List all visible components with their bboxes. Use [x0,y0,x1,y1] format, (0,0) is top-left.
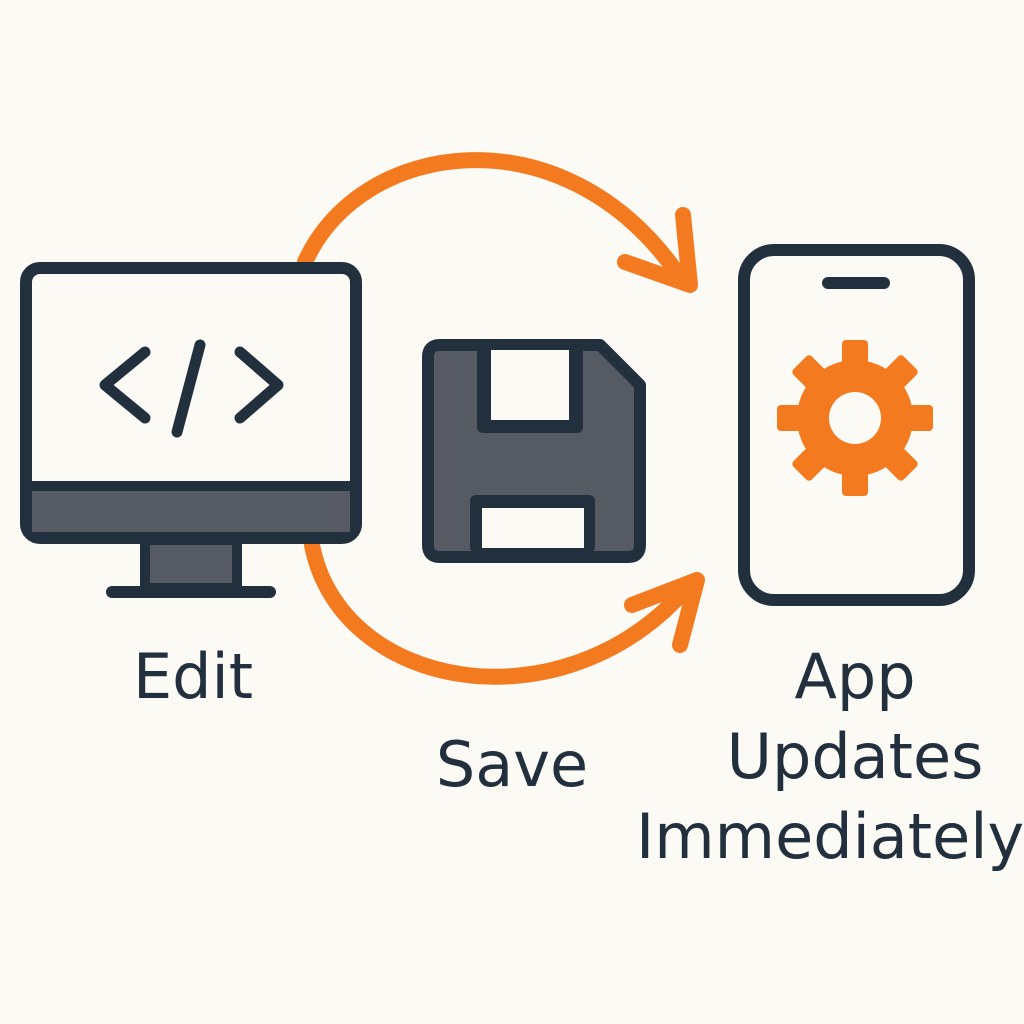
phone-gear-icon [738,244,975,606]
top-arrow-icon [297,152,698,293]
save-label: Save [436,728,588,801]
monitor-code-icon [20,262,362,598]
update-label-line-3: Immediately [636,800,1024,873]
gear-icon [777,340,933,496]
code-brackets-icon [99,339,284,438]
edit-label: Edit [133,640,253,713]
update-label-line-1: App [794,640,915,713]
update-label-line-2: Updates [727,720,984,793]
bottom-arrow-icon [304,537,705,685]
floppy-disk-icon [422,339,646,563]
